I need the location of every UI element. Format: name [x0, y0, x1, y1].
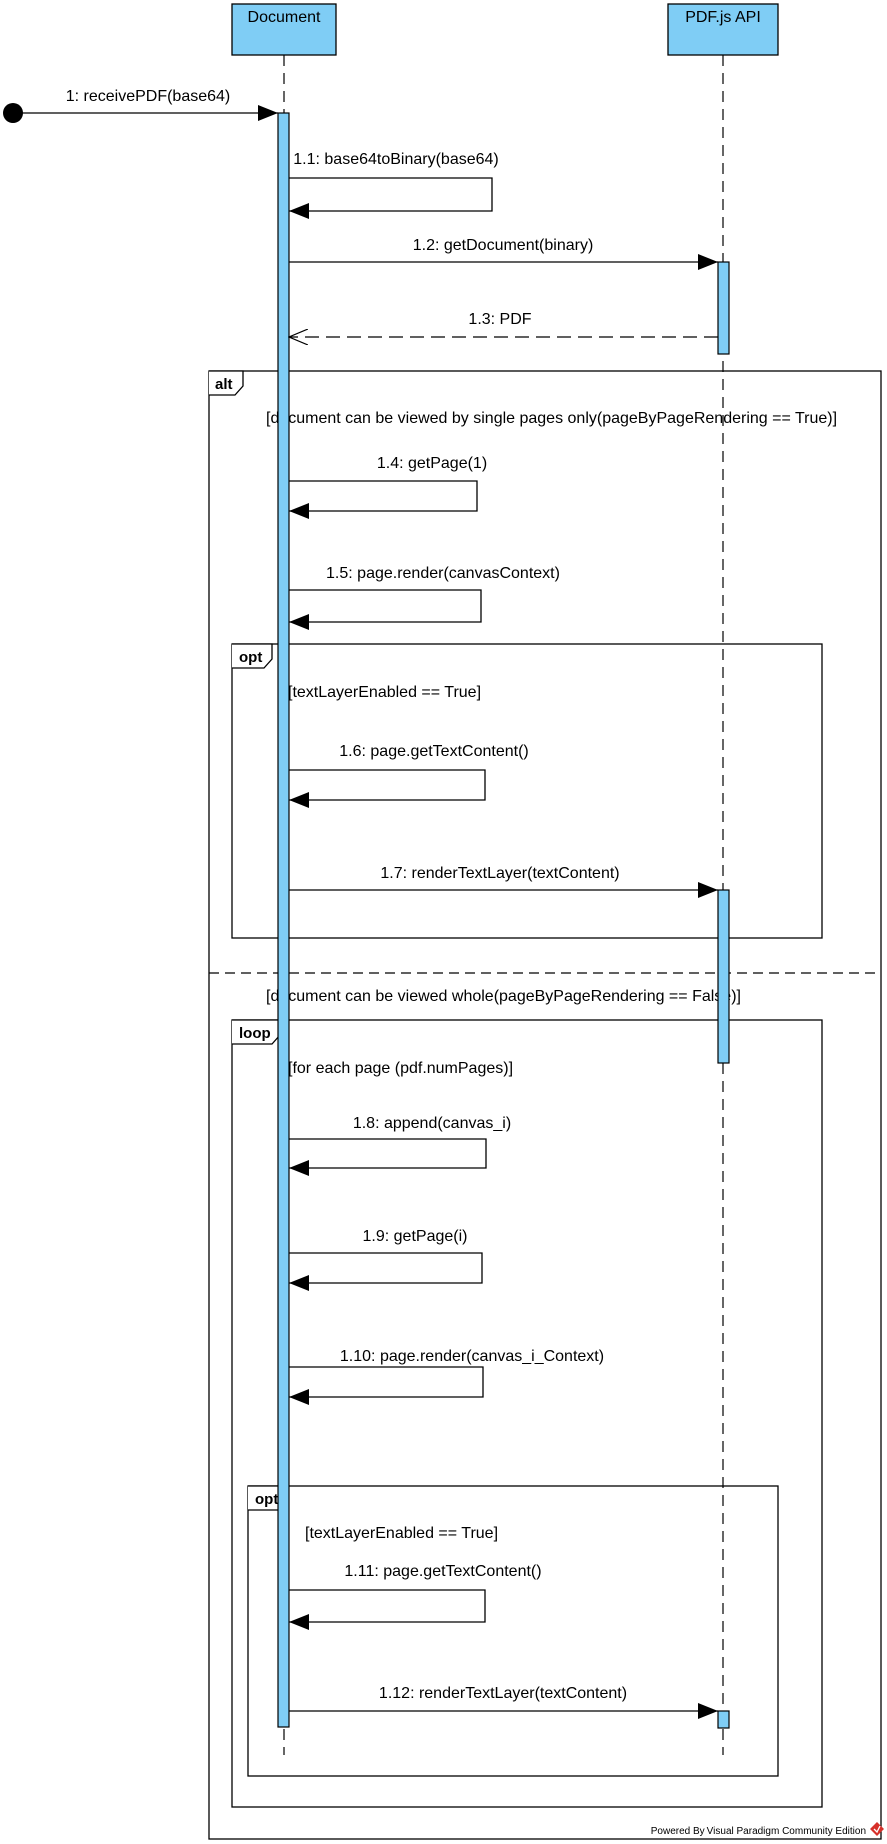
message-1-8: 1.8: append(canvas_i) [289, 1115, 511, 1176]
message-1-11: 1.11: page.getTextContent() [289, 1563, 542, 1630]
activation-pdfjs-3 [717, 1710, 730, 1729]
fragment-opt-1-tag: opt [239, 649, 262, 666]
message-1-label: 1: receivePDF(base64) [66, 88, 231, 105]
message-1-3-label: 1.3: PDF [468, 311, 531, 328]
message-1-2: 1.2: getDocument(binary) [289, 237, 718, 270]
message-1-4-label: 1.4: getPage(1) [377, 455, 487, 472]
message-1-12: 1.12: renderTextLayer(textContent) [289, 1685, 718, 1719]
message-1-9: 1.9: getPage(i) [289, 1228, 483, 1291]
message-1: 1: receivePDF(base64) [3, 88, 278, 123]
activation-pdfjs-1 [717, 261, 730, 355]
message-1-10: 1.10: page.render(canvas_i_Context) [289, 1348, 604, 1405]
message-1-11-label: 1.11: page.getTextContent() [344, 1563, 541, 1580]
message-1-6-label: 1.6: page.getTextContent() [339, 743, 528, 760]
activation-document [277, 112, 290, 1728]
alt-guard-2: [document can be viewed whole(pageByPage… [266, 988, 741, 1005]
message-1-2-label: 1.2: getDocument(binary) [413, 237, 594, 254]
message-1-4: 1.4: getPage(1) [289, 455, 487, 519]
fragment-loop: loop [for each page (pdf.numPages)] [231, 1019, 823, 1808]
message-1-1: 1.1: base64toBinary(base64) [289, 151, 499, 219]
lifeline-document: Document [231, 3, 337, 1755]
visual-paradigm-logo-icon [870, 1822, 884, 1836]
message-1-1-label: 1.1: base64toBinary(base64) [293, 151, 498, 168]
opt-2-guard: [textLayerEnabled == True] [305, 1525, 498, 1542]
message-1-12-label: 1.12: renderTextLayer(textContent) [379, 1685, 627, 1702]
footer-text: Powered By Visual Paradigm Community Edi… [651, 1826, 866, 1837]
message-1-8-label: 1.8: append(canvas_i) [353, 1115, 511, 1132]
fragment-opt-2-tag: opt [255, 1491, 278, 1508]
fragment-alt: alt [document can be viewed by single pa… [208, 370, 882, 1840]
message-1-7-label: 1.7: renderTextLayer(textContent) [380, 865, 619, 882]
alt-guard-1: [document can be viewed by single pages … [266, 410, 837, 427]
loop-guard: [for each page (pdf.numPages)] [288, 1060, 513, 1077]
fragment-opt-1: opt [textLayerEnabled == True] [231, 643, 823, 939]
message-1-3: 1.3: PDF [289, 311, 718, 337]
opt-1-guard: [textLayerEnabled == True] [288, 684, 481, 701]
message-1-6: 1.6: page.getTextContent() [289, 743, 529, 808]
activation-pdfjs-2 [717, 889, 730, 1064]
message-1-10-label: 1.10: page.render(canvas_i_Context) [340, 1348, 604, 1365]
message-1-7: 1.7: renderTextLayer(textContent) [289, 865, 718, 898]
fragment-opt-2: opt [textLayerEnabled == True] [247, 1485, 779, 1777]
lifeline-document-name: Document [248, 9, 321, 26]
message-1-5-label: 1.5: page.render(canvasContext) [326, 565, 560, 582]
message-1-5: 1.5: page.render(canvasContext) [289, 565, 560, 630]
lifeline-pdfjs-api-name: PDF.js API [685, 9, 761, 26]
message-1-9-label: 1.9: getPage(i) [363, 1228, 468, 1245]
fragment-loop-tag: loop [239, 1025, 271, 1042]
footer: Powered By Visual Paradigm Community Edi… [651, 1822, 884, 1837]
initial-node [3, 103, 23, 123]
fragment-alt-tag: alt [215, 376, 233, 393]
lifeline-pdfjs-api: PDF.js API [667, 3, 779, 1755]
